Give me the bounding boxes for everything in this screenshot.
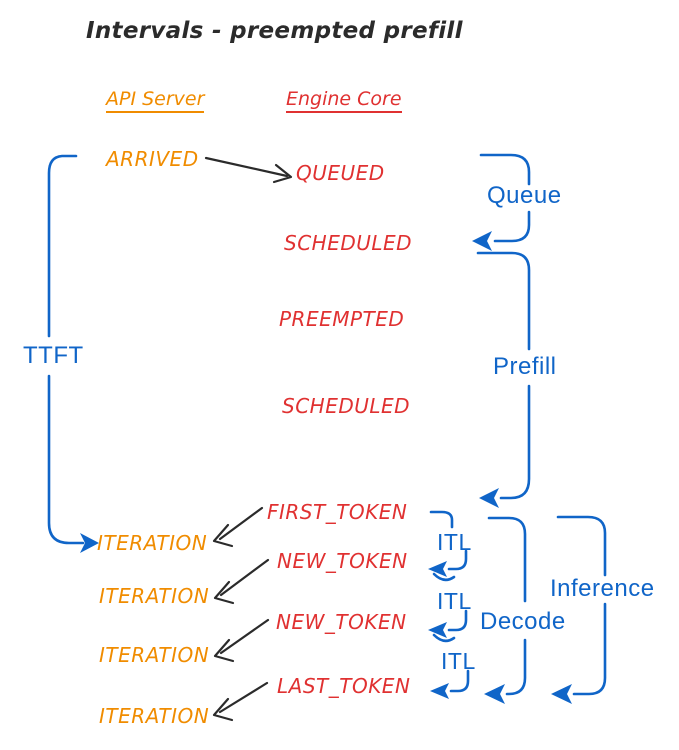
event-preempted: PREEMPTED: [279, 307, 405, 331]
inference-bracket: [551, 515, 607, 704]
event-scheduled-1: SCHEDULED: [284, 231, 413, 255]
event-new-token-2: NEW_TOKEN: [276, 610, 407, 634]
prefill-arrowhead: [479, 488, 499, 508]
event-iteration-3: ITERATION: [99, 643, 210, 667]
event-first-token: FIRST_TOKEN: [267, 500, 408, 524]
arrow-last-token-to-iteration: [212, 681, 269, 722]
interval-label-ttft: TTFT: [23, 342, 84, 369]
event-last-token: LAST_TOKEN: [277, 674, 411, 698]
prefill-bracket: [476, 251, 531, 508]
itl-bracket-2: [428, 609, 468, 643]
event-scheduled-2: SCHEDULED: [282, 394, 411, 418]
event-iteration-2: ITERATION: [99, 584, 210, 608]
interval-label-itl-3: ITL: [441, 648, 476, 674]
arrow-first-token-to-iteration: [212, 506, 264, 548]
event-new-token-1: NEW_TOKEN: [277, 549, 408, 573]
itl-arrowhead-2: [428, 622, 447, 638]
queue-bracket: [472, 153, 531, 251]
arrow-new-token-2-to-iteration: [213, 618, 270, 663]
column-header-engine-core: Engine Core: [286, 89, 402, 113]
column-header-api-server: API Server: [106, 89, 205, 113]
interval-label-itl-2: ITL: [437, 588, 472, 614]
queue-arrowhead: [472, 231, 492, 251]
ttft-arrowhead: [80, 533, 99, 553]
event-iteration-1: ITERATION: [97, 531, 208, 555]
arrow-arrived-to-queued: [204, 156, 293, 184]
interval-label-itl-1: ITL: [437, 529, 472, 555]
interval-label-decode: Decode: [480, 608, 566, 635]
itl-bracket-3: [430, 669, 470, 699]
interval-label-queue: Queue: [487, 182, 562, 209]
ttft-bracket: [47, 154, 99, 553]
interval-label-inference: Inference: [550, 575, 655, 602]
arrow-new-token-1-to-iteration: [213, 558, 270, 605]
event-queued: QUEUED: [296, 161, 385, 185]
inference-arrowhead: [551, 684, 572, 704]
event-iteration-4: ITERATION: [99, 704, 210, 728]
decode-bracket: [484, 516, 527, 704]
itl-arrowhead-3: [430, 683, 449, 699]
decode-arrowhead: [484, 684, 505, 704]
interval-label-prefill: Prefill: [493, 353, 557, 380]
diagram-title: Intervals - preempted prefill: [86, 18, 463, 44]
event-arrived: ARRIVED: [106, 147, 199, 171]
itl-bracket-1: [428, 510, 468, 582]
itl-arrowhead-1: [428, 561, 447, 577]
